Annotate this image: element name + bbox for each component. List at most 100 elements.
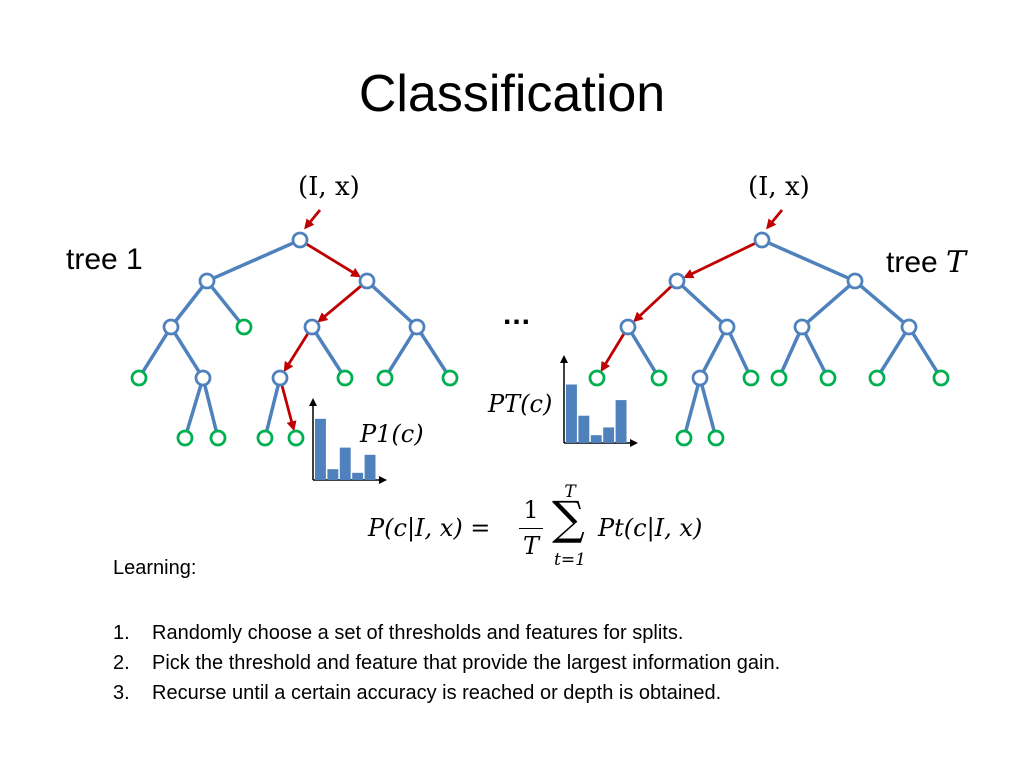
histogram-1-bar — [352, 472, 364, 480]
leaf-node — [770, 369, 788, 387]
learning-step-text: Randomly choose a set of thresholds and … — [152, 622, 684, 644]
tree-edge — [209, 284, 242, 324]
tree-edge — [185, 382, 203, 434]
path-arrow — [280, 385, 297, 432]
histogram-t-x-arrow — [630, 439, 638, 447]
tree-nodes — [130, 231, 950, 447]
path-arrow — [600, 333, 626, 373]
tree-edge — [386, 331, 416, 374]
formula-fraction-bar — [519, 528, 543, 529]
tree-t-edges — [629, 241, 940, 433]
split-node — [271, 369, 289, 387]
histogram-t-bar — [578, 415, 590, 443]
formula-sum-upper: T — [564, 482, 576, 502]
learning-step: 2.Pick the threshold and feature that pr… — [113, 652, 781, 674]
tree-edge — [370, 283, 414, 325]
tree-edge — [172, 331, 202, 374]
forest-posterior-formula: P(c|I, x) = 1 T T ∑ t=1 Pt(c|I, x) — [366, 482, 726, 576]
tree-edge — [700, 383, 716, 433]
tree-t-input-label: (I, x) — [748, 172, 810, 202]
leaf-node — [441, 369, 459, 387]
histogram-1-y-arrow — [309, 398, 317, 406]
split-node — [668, 272, 686, 290]
p1-label: P1(c) — [360, 420, 424, 448]
pt-label: PT(c) — [488, 390, 553, 418]
split-node — [408, 318, 426, 336]
split-node — [198, 272, 216, 290]
learning-step-text: Pick the threshold and feature that prov… — [152, 652, 781, 674]
split-node — [753, 231, 771, 249]
sigma-icon: ∑ — [552, 491, 585, 545]
split-node — [619, 318, 637, 336]
tree-t-word: tree — [886, 246, 938, 279]
tree-edge — [803, 331, 827, 374]
histogram-1-bar — [315, 418, 326, 480]
tree-edge — [701, 331, 726, 374]
learning-step-text: Recurse until a certain accuracy is reac… — [152, 682, 722, 704]
tree-edge — [314, 331, 343, 374]
tree-edge — [202, 383, 219, 433]
histogram-t-bar — [566, 384, 577, 443]
tree-1-input-label: (I, x) — [298, 172, 360, 202]
tree-edge — [173, 284, 205, 324]
split-node — [291, 231, 309, 249]
tree-edge — [766, 241, 851, 280]
tree-edge — [858, 283, 906, 325]
tree-edge — [878, 331, 908, 374]
leaf-node — [287, 429, 305, 447]
leaf-node — [932, 369, 950, 387]
split-node — [303, 318, 321, 336]
tree-edge — [629, 331, 658, 374]
input-label-text: (I, x) — [748, 172, 810, 202]
histogram-tree-t — [560, 355, 638, 447]
split-node — [846, 272, 864, 290]
split-node — [793, 318, 811, 336]
histogram-t-y-arrow — [560, 355, 568, 363]
path-arrow — [306, 242, 362, 278]
path-arrow — [683, 242, 756, 279]
histogram-1-bar — [364, 454, 376, 480]
learning-step: 1.Randomly choose a set of thresholds an… — [113, 622, 684, 644]
histogram-1-x-arrow — [379, 476, 387, 484]
leaf-node — [707, 429, 725, 447]
leaf-node — [650, 369, 668, 387]
slide-title: Classification — [358, 65, 666, 123]
leaf-node — [256, 429, 274, 447]
histogram-t-bar — [603, 427, 615, 443]
formula-lhs: P(c|I, x) = — [368, 514, 491, 542]
histogram-t-bar — [590, 435, 602, 443]
tree-edge — [728, 331, 750, 374]
learning-heading: Learning: — [113, 557, 197, 579]
tree-1-edges — [140, 241, 448, 434]
tree-1-label: tree 1 — [66, 243, 143, 277]
learning-steps: 1.Randomly choose a set of thresholds an… — [113, 618, 780, 708]
split-node — [900, 318, 918, 336]
tree-1-input-arrow — [304, 209, 322, 230]
path-arrow — [633, 285, 673, 323]
tree-t-input-arrow — [766, 209, 784, 230]
tree-edge — [419, 331, 448, 374]
split-node — [194, 369, 212, 387]
split-node — [691, 369, 709, 387]
tree-edge — [910, 331, 940, 374]
learning-step: 3.Recurse until a certain accuracy is re… — [113, 682, 722, 704]
tree-edge — [264, 383, 281, 433]
split-node — [718, 318, 736, 336]
histogram-tree-1 — [309, 398, 387, 484]
leaf-node — [819, 369, 837, 387]
leaf-node — [675, 429, 693, 447]
formula-sum-lower: t=1 — [554, 550, 586, 570]
formula-fraction-numerator: 1 — [523, 496, 539, 524]
tree-edge — [684, 383, 700, 433]
tree-1-word: tree — [66, 243, 118, 276]
tree-1-index: 1 — [126, 243, 143, 276]
tree-edge — [780, 331, 801, 374]
histogram-1-bar — [339, 447, 351, 480]
input-label-text: (I, x) — [298, 172, 360, 202]
leaf-node — [336, 369, 354, 387]
tree-edge — [680, 283, 724, 325]
leaf-node — [130, 369, 148, 387]
leaf-node — [235, 318, 253, 336]
leaf-node — [376, 369, 394, 387]
path-arrow — [317, 285, 362, 323]
